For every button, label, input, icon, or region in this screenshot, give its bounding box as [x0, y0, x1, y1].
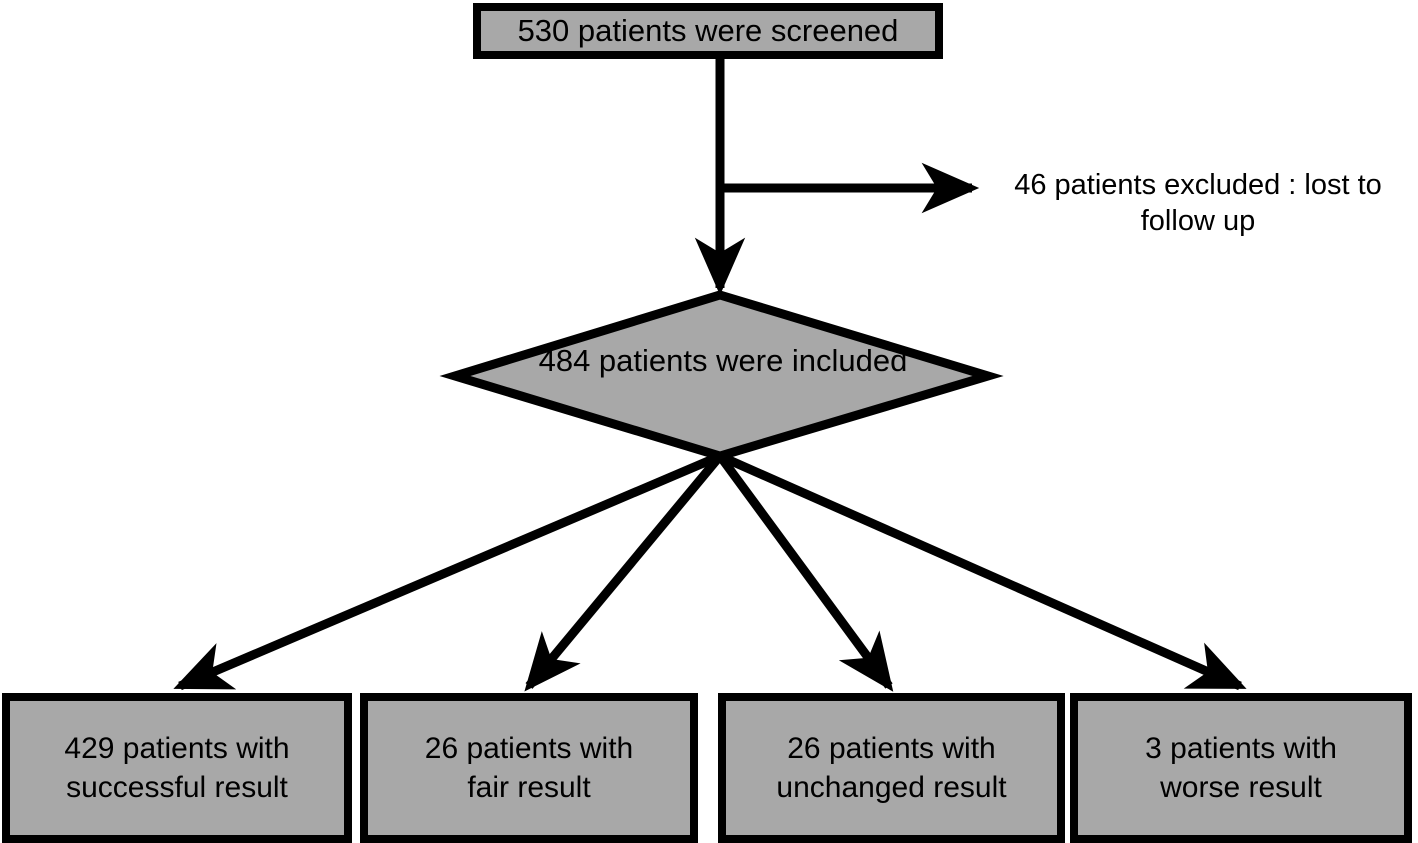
connector-included-to-result-0	[173, 451, 722, 691]
result-box-shape-0	[2, 693, 352, 843]
connector-included-to-result-1	[524, 453, 724, 692]
screened-box-shape	[473, 3, 943, 59]
result-box-shape-2	[718, 693, 1065, 843]
result-box-shape-3	[1070, 693, 1412, 843]
included-diamond-shape	[439, 290, 1004, 461]
connector-included-to-result-2	[716, 453, 894, 692]
result-box-shape-1	[360, 693, 698, 843]
connector-included-to-result-3	[718, 451, 1247, 691]
